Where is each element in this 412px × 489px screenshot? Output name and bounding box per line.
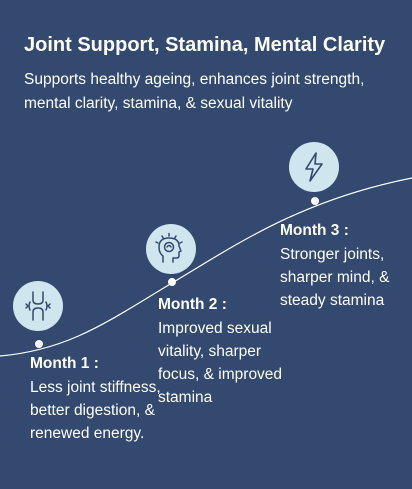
timeline-marker-month-2 — [168, 278, 176, 286]
page-title: Joint Support, Stamina, Mental Clarity — [24, 34, 386, 56]
timeline-marker-month-1 — [35, 340, 43, 348]
month-description: Less joint stiffness, better digestion, … — [30, 379, 161, 442]
timeline-item-month-1: Month 1 : Less joint stiffness, better d… — [30, 352, 180, 445]
timeline-marker-month-3 — [311, 197, 319, 205]
month-title: Month 3 : — [280, 222, 349, 239]
page-subtitle: Supports healthy ageing, enhances joint … — [24, 71, 365, 112]
timeline-item-month-2: Month 2 : Improved sexual vitality, shar… — [158, 293, 298, 409]
month-title: Month 1 : — [30, 355, 99, 372]
timeline-item-month-3: Month 3 : Stronger joints, sharper mind,… — [280, 219, 412, 312]
lightning-bolt-icon — [289, 142, 339, 192]
month-title: Month 2 : — [158, 296, 227, 313]
head-brain-icon — [146, 224, 196, 274]
knee-joint-icon — [13, 281, 63, 331]
month-description: Stronger joints, sharper mind, & steady … — [280, 246, 390, 309]
month-description: Improved sexual vitality, sharper focus,… — [158, 320, 283, 406]
